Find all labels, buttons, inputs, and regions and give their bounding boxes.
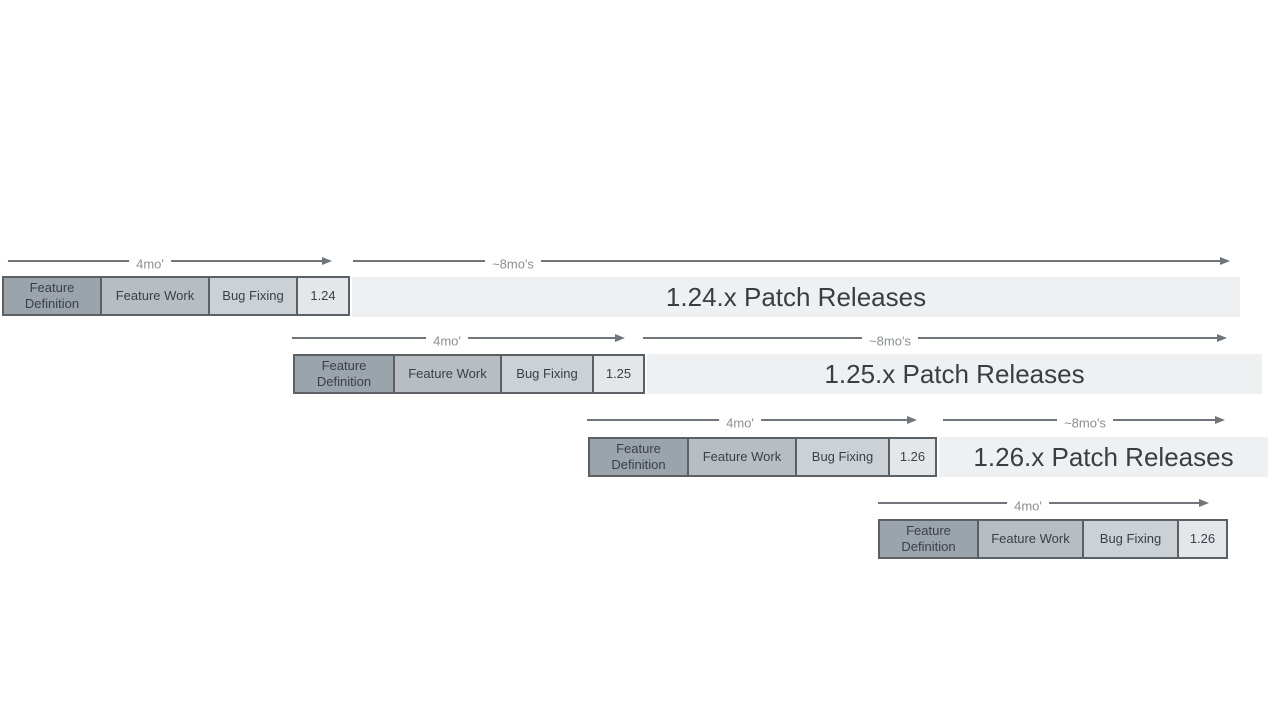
patch-releases-bar: 1.24.x Patch Releases (352, 277, 1240, 317)
bug-fixing-box: Bug Fixing (208, 278, 296, 314)
dev-cycle-duration-label: 4mo' (426, 333, 468, 349)
dev-cycle-duration-label: 4mo' (129, 256, 171, 272)
arrow-head-icon (615, 334, 625, 342)
arrow-head-icon (1220, 257, 1230, 265)
patch-releases-bar: 1.26.x Patch Releases (939, 437, 1268, 477)
release-phase-strip: Feature Definition Feature Work Bug Fixi… (293, 354, 645, 394)
version-box: 1.24 (296, 278, 348, 314)
arrow-head-icon (1199, 499, 1209, 507)
bug-fixing-box: Bug Fixing (1082, 521, 1177, 557)
patch-cycle-arrow: ~8mo's (643, 333, 1227, 349)
feature-definition-box: Feature Definition (590, 439, 687, 475)
patch-cycle-duration-label: ~8mo's (485, 256, 541, 272)
patch-cycle-duration-label: ~8mo's (1057, 415, 1113, 431)
patch-releases-bar: 1.25.x Patch Releases (647, 354, 1262, 394)
patch-cycle-arrow: ~8mo's (353, 256, 1230, 272)
release-phase-strip: Feature Definition Feature Work Bug Fixi… (878, 519, 1228, 559)
dev-cycle-arrow: 4mo' (587, 415, 917, 431)
bug-fixing-box: Bug Fixing (795, 439, 888, 475)
version-box: 1.25 (592, 356, 643, 392)
feature-work-box: Feature Work (687, 439, 795, 475)
patch-cycle-arrow: ~8mo's (943, 415, 1225, 431)
version-box: 1.26 (1177, 521, 1226, 557)
release-phase-strip: Feature Definition Feature Work Bug Fixi… (588, 437, 937, 477)
dev-cycle-arrow: 4mo' (8, 256, 332, 272)
feature-definition-box: Feature Definition (4, 278, 100, 314)
feature-definition-box: Feature Definition (295, 356, 393, 392)
arrow-head-icon (322, 257, 332, 265)
arrow-head-icon (1217, 334, 1227, 342)
dev-cycle-duration-label: 4mo' (1007, 498, 1049, 514)
dev-cycle-arrow: 4mo' (878, 498, 1209, 514)
feature-definition-box: Feature Definition (880, 521, 977, 557)
feature-work-box: Feature Work (977, 521, 1082, 557)
dev-cycle-arrow: 4mo' (292, 333, 625, 349)
arrow-head-icon (1215, 416, 1225, 424)
bug-fixing-box: Bug Fixing (500, 356, 592, 392)
version-box: 1.26 (888, 439, 935, 475)
patch-cycle-duration-label: ~8mo's (862, 333, 918, 349)
arrow-head-icon (907, 416, 917, 424)
feature-work-box: Feature Work (100, 278, 208, 314)
dev-cycle-duration-label: 4mo' (719, 415, 761, 431)
release-phase-strip: Feature Definition Feature Work Bug Fixi… (2, 276, 350, 316)
feature-work-box: Feature Work (393, 356, 500, 392)
